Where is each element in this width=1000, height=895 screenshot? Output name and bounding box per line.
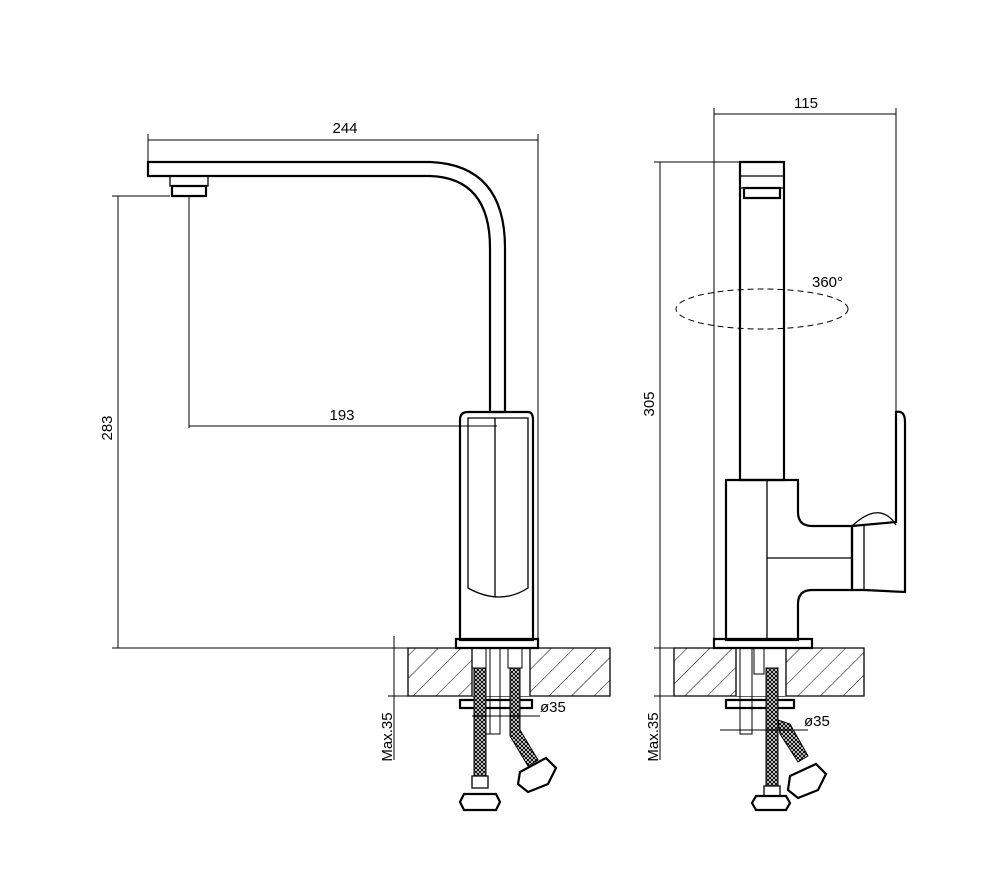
- dim-hole-diameter-right: ø35: [804, 713, 830, 730]
- hose-nut-right-1: [752, 796, 790, 810]
- dim-hole-diameter-left: ø35: [540, 699, 566, 716]
- body-left: [460, 412, 533, 640]
- hose-left-2: [510, 668, 538, 766]
- hose-nut-left-1: [460, 794, 500, 810]
- hose-left-1: [474, 668, 486, 776]
- dim-rotation: 360°: [812, 274, 843, 291]
- dim-total-height: 305: [641, 391, 658, 416]
- aerator-left: [170, 176, 208, 186]
- side-view: 360° 115 305 Max.35 ø35: [641, 95, 905, 810]
- front-view: 244 193 283 Max.35 ø35: [99, 120, 610, 810]
- spout-side: [740, 162, 784, 480]
- dim-spout-reach: 244: [332, 120, 357, 137]
- spout-left: [148, 162, 505, 412]
- handle-side: [852, 412, 905, 592]
- dim-max-thickness-right: Max.35: [645, 712, 662, 761]
- rotation-indicator: [676, 289, 848, 329]
- hose-right-1: [766, 668, 778, 786]
- dim-outlet-height: 283: [99, 415, 116, 440]
- dim-outlet-to-body: 193: [329, 407, 354, 424]
- dim-side-width: 115: [794, 95, 818, 112]
- dim-max-thickness-left: Max.35: [379, 712, 396, 761]
- body-side: [726, 480, 852, 640]
- hose-nut-right-2: [788, 764, 826, 798]
- hose-nut-left-2: [518, 758, 556, 792]
